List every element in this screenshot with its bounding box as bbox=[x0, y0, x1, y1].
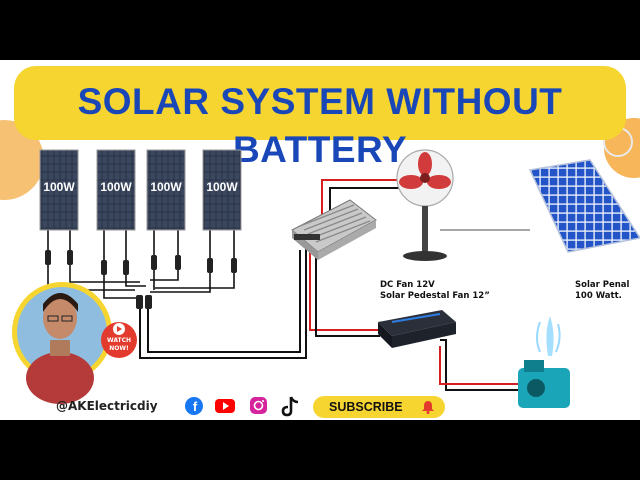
subscribe-button[interactable]: SUBSCRIBE bbox=[313, 396, 445, 418]
fan-label-line-2: Solar Pedestal Fan 12” bbox=[380, 291, 490, 301]
dc-converter-icon bbox=[291, 199, 377, 260]
wiring-diagram: 100W 100W 100W 100W bbox=[12, 149, 640, 417]
panel-1-label: 100W bbox=[43, 180, 75, 194]
watch-now-line-1: WATCH bbox=[107, 337, 131, 344]
presenter-avatar bbox=[12, 282, 112, 404]
solar-panel-label: Solar Penal 100 Watt. bbox=[575, 280, 629, 302]
panel-3-label: 100W bbox=[150, 180, 182, 194]
panel-wires bbox=[47, 179, 530, 391]
panel-2-label: 100W bbox=[100, 180, 132, 194]
fan-label: DC Fan 12V Solar Pedestal Fan 12” bbox=[380, 280, 490, 302]
tiktok-icon[interactable] bbox=[281, 396, 299, 417]
page-title: SOLAR SYSTEM WITHOUT BATTERY bbox=[77, 81, 563, 170]
title-banner bbox=[14, 66, 626, 140]
solar-panel-3: 100W bbox=[146, 149, 186, 231]
top-letterbox bbox=[0, 0, 640, 60]
svg-text:f: f bbox=[193, 399, 198, 414]
subscribe-label: SUBSCRIBE bbox=[329, 400, 403, 414]
social-icons: f bbox=[185, 396, 299, 417]
play-icon bbox=[117, 326, 122, 332]
solar-panel-2: 100W bbox=[96, 149, 136, 231]
solar-panel-label-line-1: Solar Penal bbox=[575, 280, 630, 290]
youtube-icon[interactable] bbox=[215, 399, 235, 413]
pedestal-fan-icon bbox=[396, 149, 454, 261]
thumbnail: SOLAR SYSTEM WITHOUT BATTERY bbox=[0, 60, 640, 420]
bottom-letterbox bbox=[0, 420, 640, 480]
facebook-icon[interactable]: f bbox=[185, 397, 203, 415]
water-pump-icon bbox=[518, 316, 570, 408]
channel-handle[interactable]: @AKElectricdiy bbox=[56, 399, 158, 413]
inverter-icon bbox=[378, 310, 456, 348]
bell-icon bbox=[422, 401, 434, 414]
mc4-connectors bbox=[45, 250, 237, 309]
solar-panel-label-line-2: 100 Watt. bbox=[575, 291, 622, 301]
watch-now-badge[interactable]: WATCH NOW! bbox=[101, 322, 137, 358]
large-solar-panel-icon bbox=[528, 159, 640, 253]
solar-panel-4: 100W bbox=[202, 149, 242, 231]
watch-now-line-2: NOW! bbox=[109, 345, 128, 352]
fan-label-line-1: DC Fan 12V bbox=[380, 280, 435, 290]
panel-4-label: 100W bbox=[206, 180, 238, 194]
solar-panel-1: 100W bbox=[39, 149, 79, 231]
instagram-icon[interactable] bbox=[250, 397, 267, 414]
